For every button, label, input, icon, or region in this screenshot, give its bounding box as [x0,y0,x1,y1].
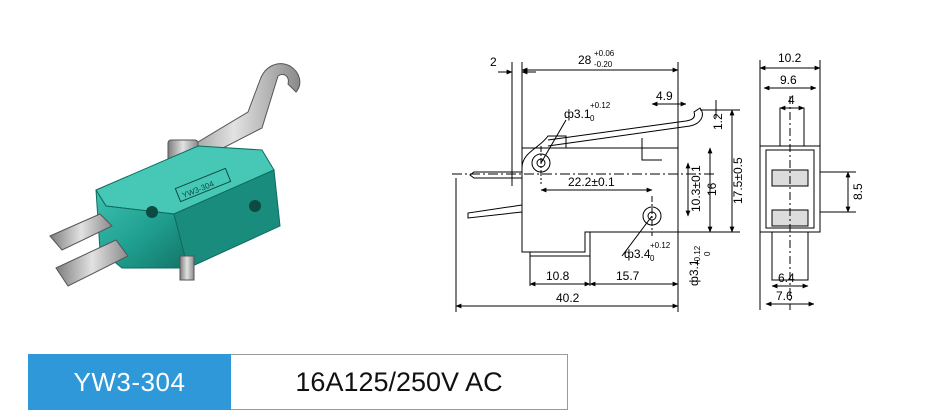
dim-10-3: 10.3±0.1 [689,165,703,212]
front-lever-2 [641,138,662,161]
side-view-drawing [759,60,856,310]
dim-22-2: 22.2±0.1 [568,175,615,189]
terminal-1 [49,213,113,251]
dim-4: 4 [788,93,795,107]
front-terminal-lower [529,232,591,257]
dim-hole-bottom-tol-upper: +0.12 [693,245,702,266]
dim-17-5: 17.5±0.5 [731,157,745,204]
dim-hole-small-tol-lower: 0 [650,254,655,263]
dim-6-4: 6.4 [778,271,795,285]
dim-7-6: 7.6 [776,289,793,303]
switch-lever [167,63,301,171]
mount-hole-2 [249,200,261,212]
dim-hole-bottom-tol-lower: 0 [703,251,712,256]
leader-hole-small [621,215,653,257]
front-body-top [521,135,567,169]
model-number: YW3-304 [28,354,231,410]
spec-label-bar: YW3-304 16A125/250V AC [28,354,568,410]
front-terminal-top [469,171,522,179]
front-lever [547,107,703,147]
mount-hole-1 [146,206,158,218]
dim-hole-small: ф3.4 [624,247,651,261]
side-view-labels: 10.2 9.6 4 8.5 6.4 7.6 [776,51,865,303]
dim-10-8: 10.8 [546,269,570,283]
terminal-2 [55,239,129,287]
dim-hole-top: ф3.1 [564,107,591,121]
dim-9-6: 9.6 [780,73,797,87]
dim-16: 16 [705,182,719,196]
side-actuator [779,107,805,147]
leader-hole-top [540,119,567,164]
dim-hole-top-tol-upper: +0.12 [590,101,611,110]
dim-28-tol-upper: +0.06 [594,49,615,58]
dim-1-2: 1.2 [711,113,725,130]
product-photo: YW3-304 [49,63,301,287]
dim-hole-bottom: ф3.1 [687,259,701,286]
terminal-3 [179,255,195,281]
side-terminal [771,231,809,281]
dim-4-9: 4.9 [656,89,673,103]
dim-hole-top-tol-lower: 0 [590,114,595,123]
dim-8-5: 8.5 [851,183,865,200]
dim-15-7: 15.7 [616,269,640,283]
dim-hole-small-tol-upper: +0.12 [650,241,671,250]
switch-body-side [173,169,281,269]
front-view-drawing [452,62,740,312]
dim-28: 28 [578,53,592,67]
dim-10-2: 10.2 [778,51,802,65]
dim-28-tol-lower: -0.20 [594,60,613,69]
dim-2: 2 [490,55,497,69]
front-terminal-bottom [467,204,523,219]
electrical-rating: 16A125/250V AC [231,354,568,410]
front-view-labels: 2 28 +0.06 -0.20 ф3.1 +0.12 0 4.9 1.2 22… [490,49,745,305]
body-marking-plate [174,167,232,203]
dim-40-2: 40.2 [556,291,580,305]
